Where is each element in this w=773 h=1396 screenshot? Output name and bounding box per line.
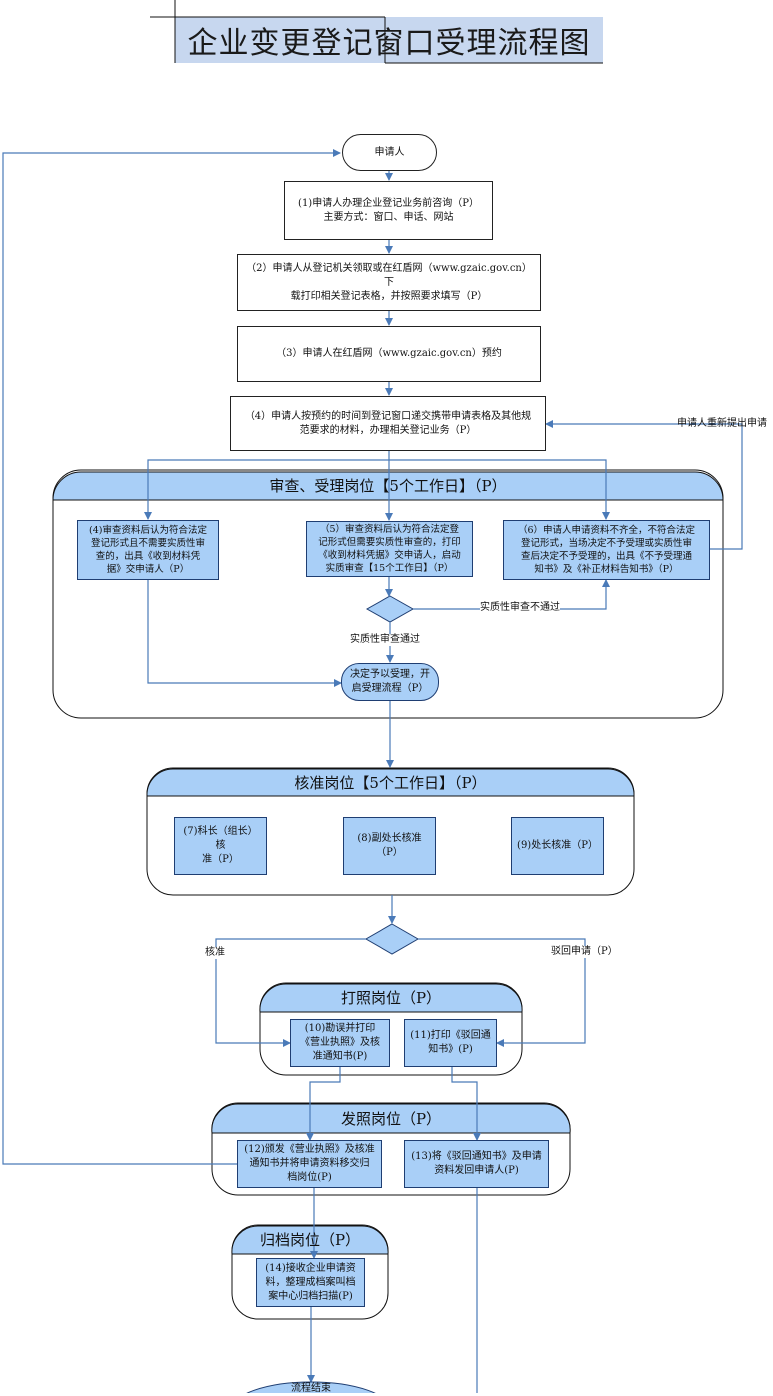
step2-download-forms: （2）申请人从登记机关领取或在红盾网（www.gzaic.gov.cn）下 载打… [237, 254, 541, 311]
end-node-shape [246, 1381, 376, 1393]
decision-diamond-approval [364, 923, 420, 955]
approval-node-7: (7)科长（组长）核 准（P） [174, 817, 267, 875]
group-review-title: 审查、受理岗位【5个工作日】（P） [269, 477, 507, 495]
issue-node-12: (12)颁发《营业执照》及核准 通知书并将申请资料移交归 档岗位(P) [237, 1140, 382, 1188]
label-approve: 核准 [205, 947, 225, 959]
arrow-resubmit [545, 420, 743, 550]
group-archive-header [231, 1225, 389, 1255]
archive-node-14: (14)接收企业申请资 料，整理成档案叫档 案中心归档扫描(P) [256, 1258, 365, 1307]
arrow-diamond-review6 [413, 579, 610, 610]
group-approval-title: 核准岗位【5个工作日】（P） [294, 774, 487, 792]
accept-node: 决定予以受理，开 启受理流程（P） [341, 663, 439, 701]
issue-node-13: (13)将《驳回通知书》及申请 资料发回申请人(P) [404, 1140, 549, 1188]
label-resubmit: 申请人重新提出申请 [677, 418, 767, 429]
group-approval-header [146, 768, 635, 797]
arrow-print11-issue13 [451, 1067, 481, 1141]
page-title: 企业变更登记窗口受理流程图 [187, 26, 591, 61]
approval-node-9: (9)处长核准（P） [511, 817, 604, 875]
arrow-issue13-end [476, 1188, 478, 1393]
group-printing-title: 打照岗位（P） [340, 989, 442, 1007]
arrow-split-right [389, 459, 610, 520]
group-issuing-title: 发照岗位（P） [340, 1110, 442, 1128]
step3-reservation: （3）申请人在红盾网（www.gzaic.gov.cn）预约 [237, 326, 541, 382]
label-pass: 实质性审查通过 [350, 634, 420, 646]
arrow-diamond-approve [215, 938, 366, 1047]
step1-consultation: (1)申请人办理企业登记业务前咨询（P） 主要方式：窗口、申话、网站 [284, 181, 493, 240]
group-issuing-header [211, 1103, 571, 1134]
review-node-a: (4)审查资料后认为符合法定 登记形式且不需要实质性审 查的，出具《收到材料凭 … [77, 520, 219, 580]
print-node-11: (11)打印《驳回通 知书》(P) [404, 1019, 497, 1067]
review-node-5: （5）审查资料后认为符合法定登 记形式但需要实质性审查的，打印 《收到材料凭据》… [306, 521, 473, 577]
group-review-header [52, 471, 724, 501]
label-reject: 驳回申请（P） [551, 946, 618, 958]
arrow-reviewa-accept [147, 580, 342, 687]
step4-submit-materials: （4）申请人按预约的时间到登记窗口递交携带申请表格及其他规 范要求的材料，办理相… [230, 396, 546, 451]
label-not-pass: 实质性审查不通过 [480, 602, 560, 614]
title-background [175, 17, 603, 63]
review-node-6: （6）申请人申请资料不齐全，不符合法定 登记形式，当场决定不予受理或实质性审 查… [503, 520, 710, 580]
group-archive-title: 归档岗位（P） [259, 1231, 361, 1249]
arrow-split-left [144, 459, 389, 520]
approval-node-8: (8)副处长核准 （P） [343, 817, 436, 875]
group-printing-header [259, 983, 523, 1013]
end-node: 流程结束 [291, 1383, 331, 1394]
arrow-issue12-loop [2, 149, 341, 1165]
arrow-diamond-reject [418, 938, 586, 1047]
print-node-10: (10)勘误并打印 《营业执照》及核 准通知书(P) [290, 1019, 390, 1067]
arrow-print10-issue12 [306, 1067, 341, 1141]
applicant-node: 申请人 [342, 134, 437, 171]
